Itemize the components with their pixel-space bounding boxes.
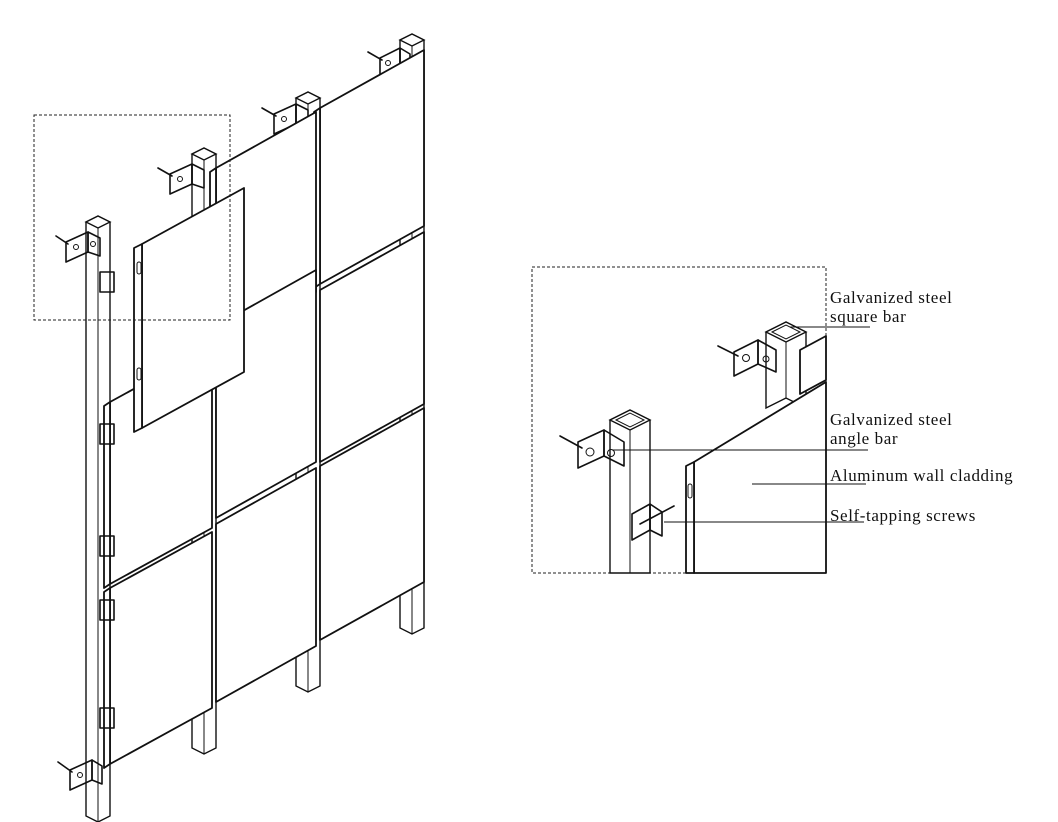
main-assembly	[33, 33, 426, 822]
angle-bracket-bottom	[57, 759, 103, 791]
cladding-panel-col3-bot	[319, 407, 425, 641]
detail-view: Galvanized steel square bar Galvanized s…	[531, 266, 1013, 574]
detail-frame-main	[33, 114, 231, 321]
angle-bracket-detail-front	[559, 429, 625, 469]
cladding-panel-detail-rear	[799, 335, 827, 395]
cladding-panel-detail-front	[685, 381, 827, 574]
square-bar-post-detail-front	[608, 409, 652, 574]
cladding-panel-col3-mid	[319, 231, 425, 463]
angle-bracket-2	[157, 163, 205, 195]
cladding-panel-col1-bot	[103, 531, 213, 769]
cladding-panel-installing	[133, 187, 245, 433]
label-cladding: Aluminum wall cladding	[830, 466, 1013, 485]
label-angle-bar: Galvanized steel angle bar	[830, 410, 957, 448]
leader-lines	[612, 326, 870, 523]
label-square-bar: Galvanized steel square bar	[830, 288, 957, 326]
self-tapping-screw-clip	[631, 503, 675, 541]
side-clips	[99, 271, 115, 729]
cladding-panel-col2-bot	[215, 467, 317, 703]
angle-bracket-detail-rear	[717, 339, 777, 377]
label-screws: Self-tapping screws	[830, 506, 976, 525]
angle-bracket-1	[55, 231, 101, 263]
